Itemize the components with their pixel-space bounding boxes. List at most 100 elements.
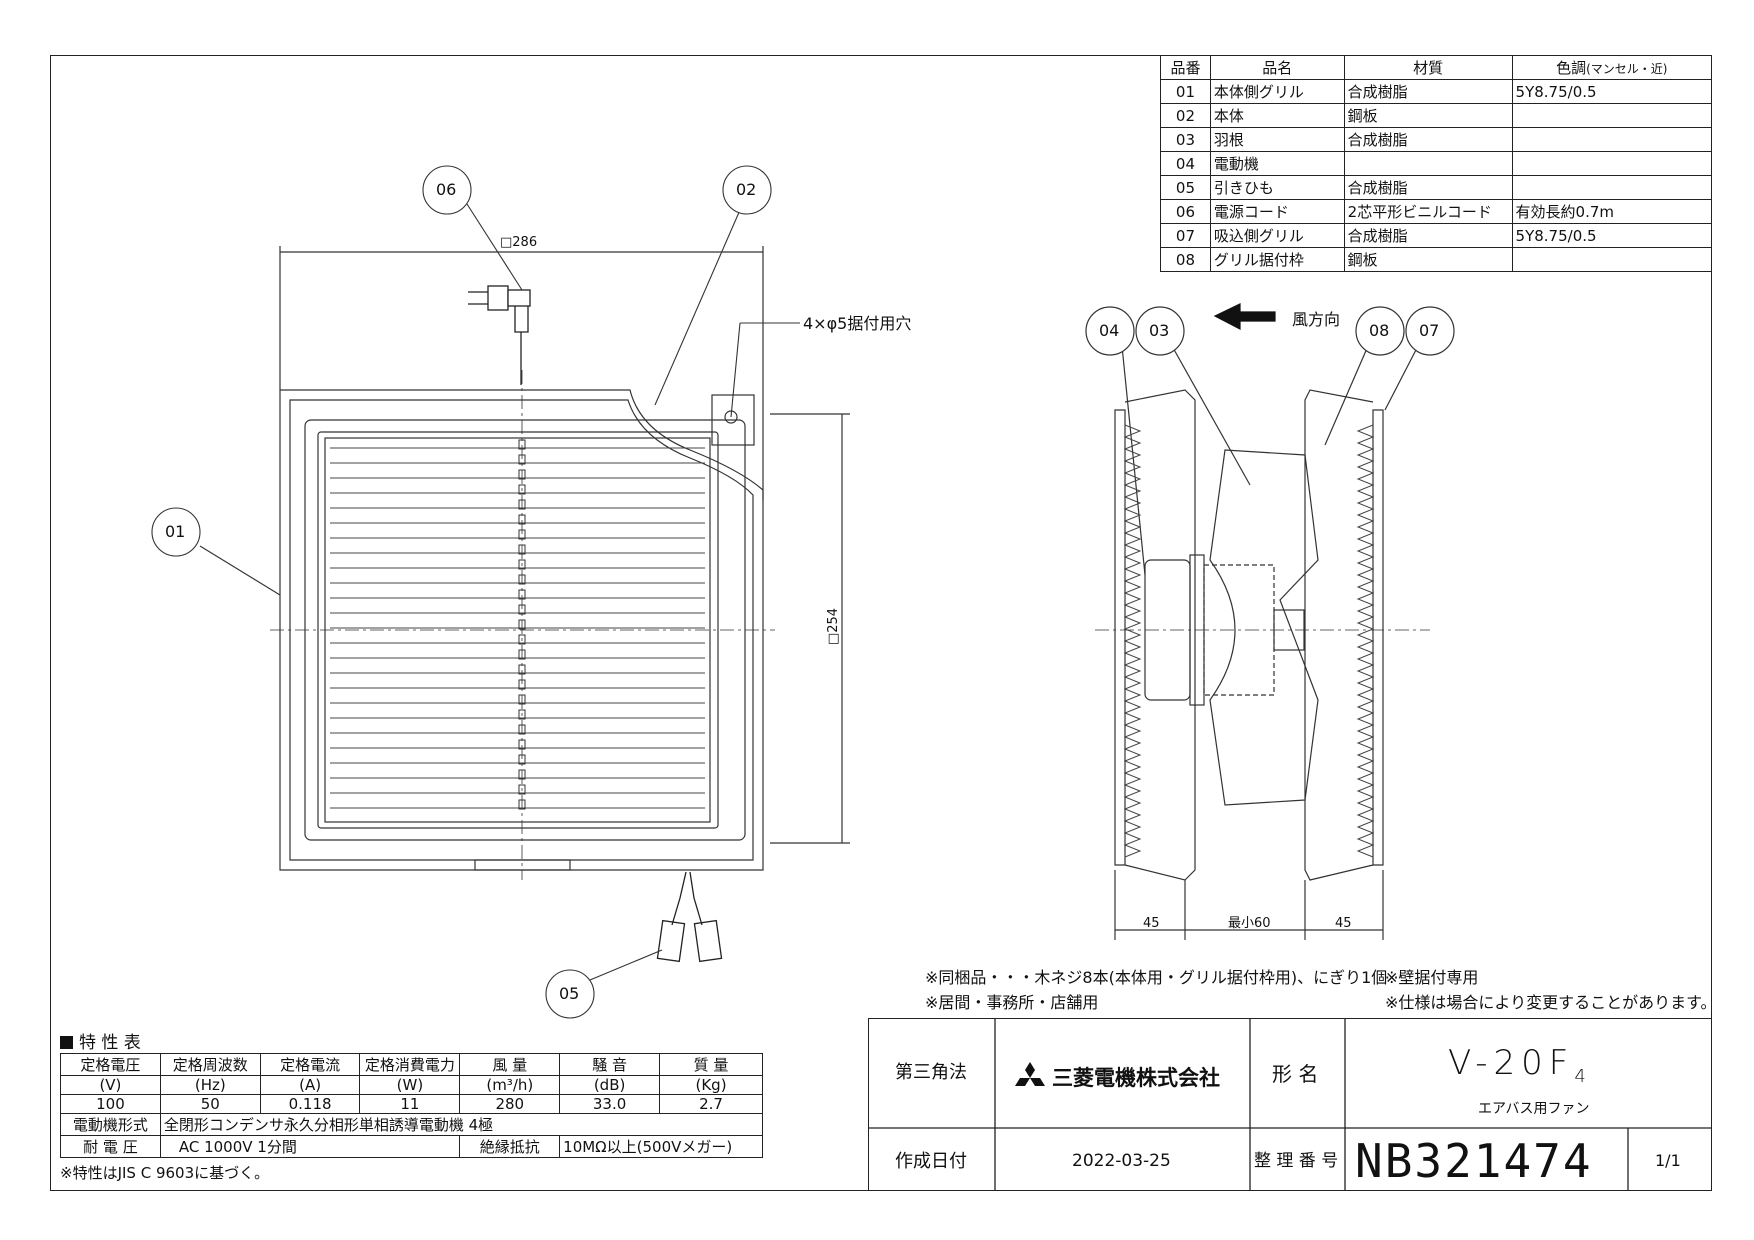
drawing-number: NB321474 (1355, 1134, 1593, 1188)
part-name: 本体 (1209, 103, 1345, 128)
part-color (1511, 175, 1713, 200)
callout-08: 08 (1369, 321, 1390, 340)
spec-title: 特 性 表 (60, 1028, 141, 1053)
part-name: グリル据付枠 (1209, 247, 1345, 272)
note-spec-change: ※仕様は場合により変更することがあります。 (1385, 993, 1717, 1012)
side-dim-left: 45 (1143, 916, 1160, 931)
spec-value-1: 50 (159, 1094, 261, 1114)
page-number: 1/1 (1655, 1151, 1681, 1170)
motor-label: 電動機形式 (60, 1113, 161, 1136)
title-block (868, 1018, 1712, 1191)
spec-header-0: 定格電圧 (60, 1053, 161, 1076)
width-dimension: □286 (500, 235, 538, 250)
power-plug-icon (468, 285, 531, 385)
part-material: 2芯平形ビニルコード (1343, 199, 1513, 224)
part-name: 本体側グリル (1209, 79, 1345, 104)
withstand-voltage-value: AC 1000V 1分間 (159, 1135, 461, 1158)
date-label: 作成日付 (895, 1151, 967, 1172)
model-label: 形 名 (1272, 1062, 1319, 1086)
part-color (1511, 247, 1713, 272)
part-number: 02 (1160, 103, 1211, 128)
projection-label: 第三角法 (895, 1062, 967, 1083)
insulation-label: 絶縁抵抗 (459, 1135, 561, 1158)
spec-title-square-icon (60, 1036, 73, 1049)
spec-unit-row: (V)(Hz)(A)(W)(m³/h)(dB)(Kg) (60, 1075, 763, 1095)
part-color: 5Y8.75/0.5 (1511, 223, 1713, 248)
pull-string-chain (518, 439, 526, 810)
spec-unit-0: (V) (60, 1075, 161, 1095)
parts-header-color-label: 色調 (1556, 59, 1587, 77)
spec-voltage-row: 耐 電 圧 AC 1000V 1分間 絶縁抵抗 10MΩ以上(500Vメガー) (60, 1135, 763, 1158)
callout-07: 07 (1419, 321, 1440, 340)
part-number: 03 (1160, 127, 1211, 152)
spec-unit-1: (Hz) (159, 1075, 261, 1095)
spec-header-5: 騒 音 (559, 1053, 661, 1076)
spec-value-2: 0.118 (259, 1094, 361, 1114)
withstand-voltage-label: 耐 電 圧 (60, 1135, 161, 1158)
spec-header-2: 定格電流 (259, 1053, 361, 1076)
callout-01: 01 (165, 522, 186, 541)
pull-knob-icon (656, 871, 723, 963)
wind-direction-label: 風方向 (1292, 310, 1341, 329)
grille-slats (330, 447, 705, 809)
part-name: 吸込側グリル (1209, 223, 1345, 248)
fan-blade (1209, 449, 1319, 806)
front-view (151, 165, 850, 1019)
part-color (1511, 103, 1713, 128)
mount-hole-note: 4×φ5据付用穴 (803, 314, 912, 333)
spec-header-row: 定格電圧定格周波数定格電流定格消費電力風 量騒 音質 量 (60, 1053, 763, 1076)
spec-value-4: 280 (459, 1094, 561, 1114)
number-label: 整 理 番 号 (1254, 1151, 1339, 1171)
part-number: 08 (1160, 247, 1211, 272)
parts-header-row: 品番 品名 材質 色調(マンセル・近) (1160, 55, 1713, 80)
model-sub: 4 (1574, 1065, 1592, 1087)
side-view (1085, 303, 1455, 940)
motor-value: 全閉形コンデンサ永久分相形単相誘導電動機 4極 (159, 1113, 764, 1136)
insulation-value: 10MΩ以上(500Vメガー) (559, 1135, 763, 1158)
part-material: 鋼板 (1343, 247, 1513, 272)
spec-header-1: 定格周波数 (159, 1053, 261, 1076)
spec-motor-row: 電動機形式 全閉形コンデンサ永久分相形単相誘導電動機 4極 (60, 1113, 764, 1136)
spec-unit-2: (A) (259, 1075, 361, 1095)
part-name: 電源コード (1209, 199, 1345, 224)
grille-teeth (1123, 424, 1375, 858)
part-name: 電動機 (1209, 151, 1345, 176)
creation-date: 2022-03-25 (1072, 1151, 1171, 1171)
bottom-tab (474, 859, 571, 871)
part-name: 羽根 (1209, 127, 1345, 152)
parts-header-name: 品名 (1209, 55, 1345, 80)
spec-table: 定格電圧定格周波数定格電流定格消費電力風 量騒 音質 量 (V)(Hz)(A)(… (60, 1053, 764, 1158)
wind-direction-arrow-icon (1213, 303, 1276, 330)
mount-hole-icon (724, 410, 738, 424)
callout-02: 02 (736, 180, 757, 199)
model-main: V-20F (1448, 1043, 1575, 1083)
callout-05: 05 (559, 984, 580, 1003)
callout-03: 03 (1149, 321, 1170, 340)
spec-header-4: 風 量 (459, 1053, 561, 1076)
company-name: 三菱電機株式会社 (1052, 1066, 1220, 1090)
part-color: 有効長約0.7m (1511, 199, 1713, 224)
note-wall-mount: ※壁据付専用 (1385, 968, 1479, 987)
part-number: 06 (1160, 199, 1211, 224)
model-number: V-20F4 (1448, 1043, 1592, 1087)
part-color (1511, 151, 1713, 176)
callout-06-front: 06 (436, 180, 457, 199)
part-number: 01 (1160, 79, 1211, 104)
callout-04: 04 (1099, 321, 1120, 340)
product-name: エアバス用ファン (1478, 1101, 1590, 1117)
front-body-outline (279, 389, 764, 871)
spec-value-5: 33.0 (559, 1094, 661, 1114)
spec-unit-5: (dB) (559, 1075, 661, 1095)
part-material: 合成樹脂 (1343, 79, 1513, 104)
